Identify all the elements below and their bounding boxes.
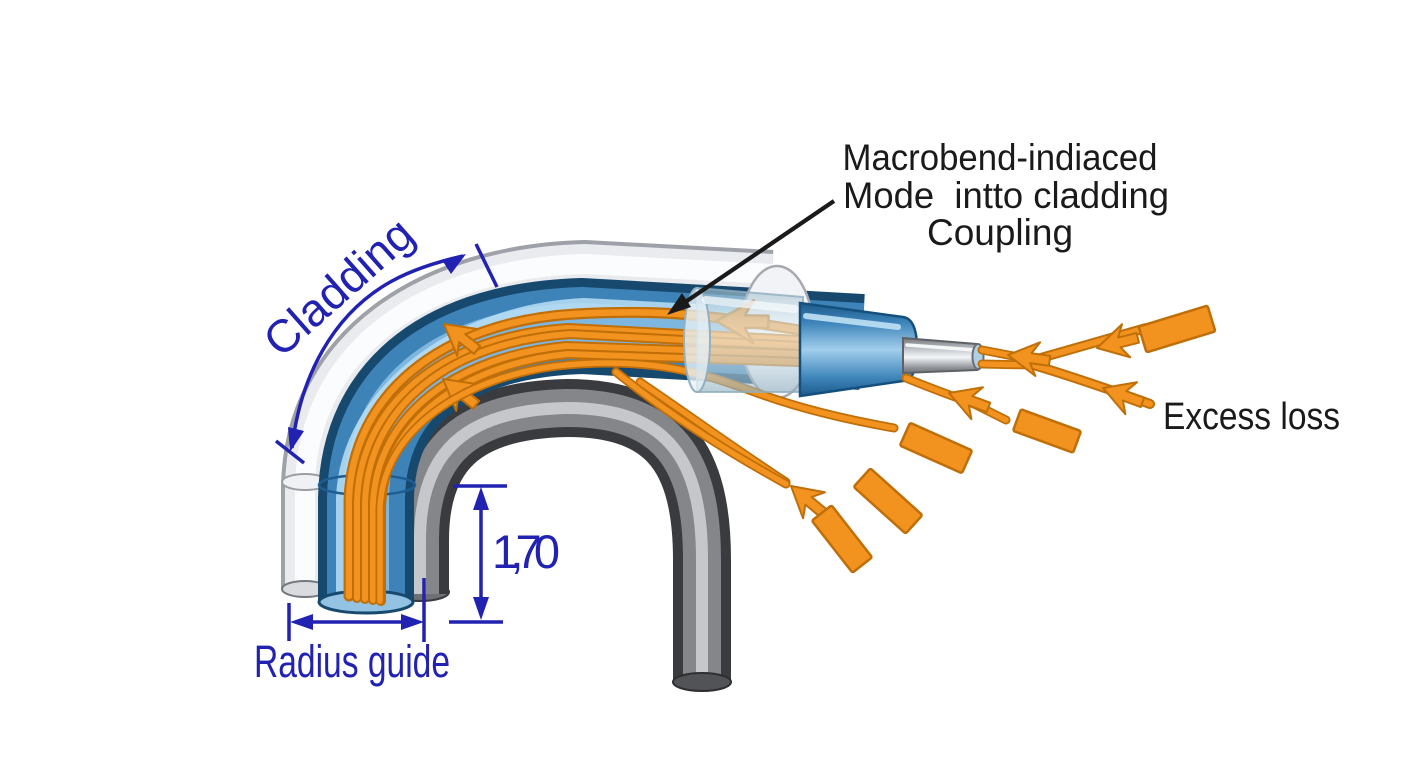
dimension-tick	[474, 243, 499, 288]
mandrel-right-cap	[672, 672, 732, 692]
bend-height-dimension	[449, 484, 507, 624]
dimension-arrowhead	[473, 597, 489, 620]
callout-line-2: Mode intto cladding	[843, 175, 1169, 216]
escaping-light-rays	[375, 358, 899, 606]
dimension-arrowhead	[401, 614, 424, 630]
dimension-arrowhead	[288, 427, 304, 452]
excess-loss-label: Excess loss	[1163, 396, 1340, 438]
ferrule-glint	[905, 343, 977, 352]
dimension-arrowhead	[442, 254, 466, 274]
fiber-jacket-tube	[281, 239, 774, 598]
ray-dash	[811, 504, 873, 574]
ray-dash	[853, 467, 923, 535]
bend-height-label: 1,70	[492, 525, 560, 578]
ray-dash	[899, 422, 973, 474]
ferrule-sleeve	[683, 286, 804, 393]
dimension-arrowhead	[473, 487, 489, 510]
callout-text: Macrobend-indiaced Mode intto cladding C…	[843, 137, 1170, 253]
input-light-rays	[901, 320, 1155, 425]
ray-dash	[1012, 408, 1082, 454]
radius-guide-dimension	[287, 578, 426, 642]
escaping-ray	[375, 358, 899, 606]
callout-arrowhead	[667, 293, 691, 315]
connector-body	[798, 301, 919, 398]
sleeve-glint	[702, 296, 799, 313]
callout-line-3: Coupling	[927, 212, 1073, 253]
cladding-dimension	[274, 243, 499, 465]
callout-arrow	[667, 199, 836, 315]
light-dashes	[811, 304, 1217, 574]
ferrule-tip	[902, 336, 985, 375]
connector-glint	[803, 313, 901, 330]
ray-dash	[1137, 304, 1217, 354]
callout-line-1: Macrobend-indiaced	[843, 137, 1158, 178]
light-ray	[352, 322, 805, 604]
dimension-arrowhead	[290, 614, 313, 630]
radius-guide-label: Radius guide	[254, 636, 450, 687]
mode-arrowhead	[1096, 371, 1150, 420]
mandrel-tube	[390, 378, 732, 692]
dimension-tick	[274, 439, 306, 465]
